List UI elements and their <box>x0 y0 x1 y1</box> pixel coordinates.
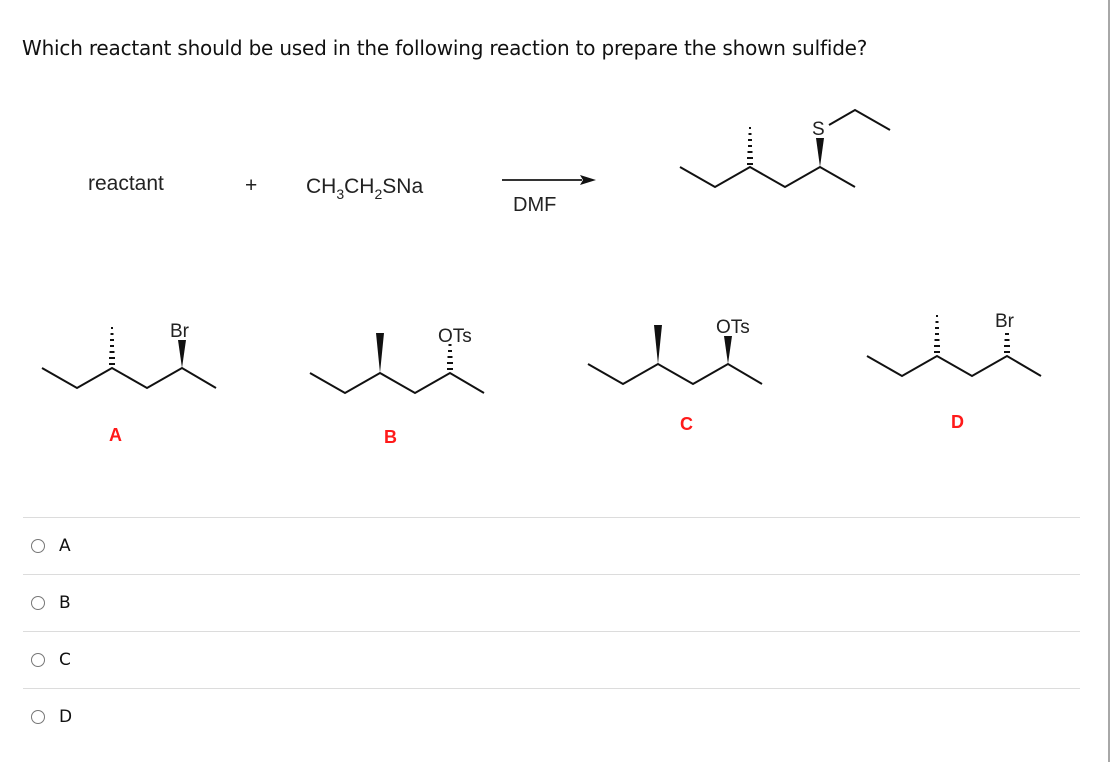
reaction-arrow <box>502 175 596 185</box>
candidate-d-molecule <box>866 315 1042 378</box>
candidate-a-label: A <box>109 425 122 445</box>
question-text: Which reactant should be used in the fol… <box>22 36 868 60</box>
option-d-label: D <box>59 707 73 727</box>
option-a[interactable]: A <box>23 517 1080 574</box>
reagent-formula: CH3CH2SNa <box>306 175 423 202</box>
candidate-a-group: Br <box>170 321 190 342</box>
candidate-d-label: D <box>951 412 964 432</box>
radio-button-b[interactable] <box>31 596 45 610</box>
radio-button-c[interactable] <box>31 653 45 667</box>
scrollbar-edge <box>1108 0 1110 762</box>
candidate-d-group: Br <box>995 311 1015 332</box>
option-c-label: C <box>59 650 71 670</box>
radio-button-d[interactable] <box>31 710 45 724</box>
candidate-a-molecule <box>41 327 217 390</box>
option-c[interactable]: C <box>23 631 1080 688</box>
svg-text:CH3CH2SNa: CH3CH2SNa <box>306 175 423 202</box>
answer-options: A B C D <box>23 517 1080 745</box>
product-sulfur: S <box>812 119 825 140</box>
candidate-c-molecule <box>587 325 763 386</box>
reactant-text: reactant <box>88 172 164 195</box>
candidate-b-group: OTs <box>438 326 472 347</box>
option-b-label: B <box>59 593 71 613</box>
product-molecule <box>679 108 891 189</box>
radio-button-a[interactable] <box>31 539 45 553</box>
wedge-bond <box>816 138 824 167</box>
reaction-scheme: reactant + CH3CH2SNa DMF S <box>41 108 1042 447</box>
option-d[interactable]: D <box>23 688 1080 745</box>
option-b[interactable]: B <box>23 574 1080 631</box>
candidate-c-group: OTs <box>716 317 750 338</box>
condition-text: DMF <box>513 194 556 216</box>
hash-bond <box>747 127 753 165</box>
option-a-label: A <box>59 536 71 556</box>
candidate-b-label: B <box>384 427 397 447</box>
candidate-c-label: C <box>680 414 693 434</box>
candidate-b-molecule <box>309 333 485 395</box>
plus-sign: + <box>245 174 257 197</box>
